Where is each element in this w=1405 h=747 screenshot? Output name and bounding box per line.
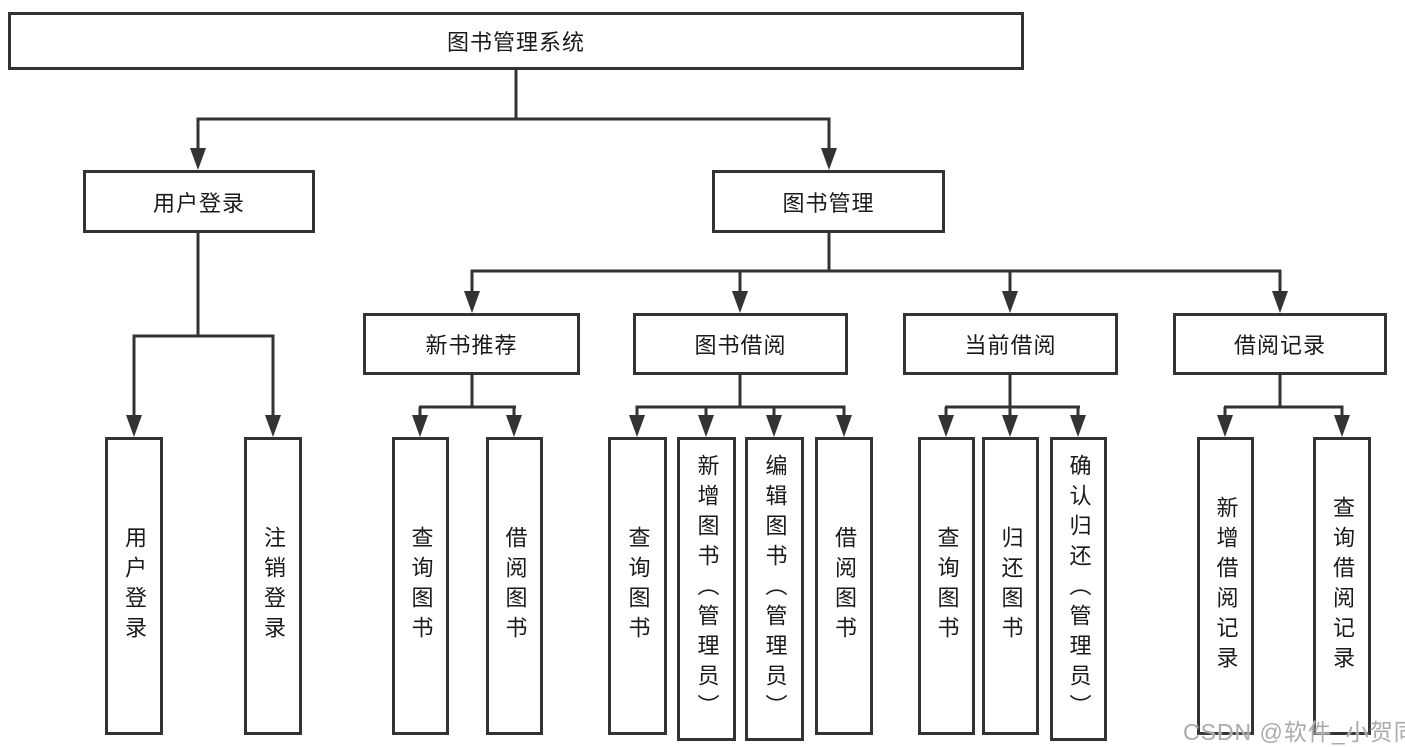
node-new-books-label: 新书推荐 — [425, 333, 518, 358]
node-user-login-branch-label: 用户登录 — [152, 190, 245, 216]
leaf-borrow-add-books-admin-label: 新增图书（管理员） — [694, 454, 720, 724]
leaf-borrow-query-books: 查询图书 — [608, 437, 667, 735]
csdn-watermark: CSDN @软件_小贺同学 — [1183, 719, 1405, 745]
node-book-manage-branch: 图书管理 — [712, 170, 945, 233]
leaf-user-login-label: 用户登录 — [122, 526, 147, 646]
leaf-newbooks-borrow-books: 借阅图书 — [486, 437, 543, 735]
leaf-logout: 注销登录 — [244, 437, 302, 735]
leaf-newbooks-query-books-label: 查询图书 — [408, 526, 434, 646]
leaf-current-confirm-return-admin: 确认归还（管理员） — [1050, 437, 1107, 741]
leaf-user-login: 用户登录 — [105, 437, 163, 735]
node-root: 图书管理系统 — [8, 12, 1024, 70]
node-current-borrow-label: 当前借阅 — [964, 333, 1057, 358]
node-current-borrow: 当前借阅 — [903, 313, 1118, 375]
leaf-current-return-books: 归还图书 — [982, 437, 1039, 735]
leaf-borrow-add-books-admin: 新增图书（管理员） — [677, 437, 736, 741]
leaf-current-query-books: 查询图书 — [918, 437, 975, 735]
node-book-borrow-label: 图书借阅 — [694, 333, 787, 358]
node-borrow-records-label: 借阅记录 — [1233, 333, 1326, 358]
leaf-newbooks-query-books: 查询图书 — [392, 437, 449, 735]
leaf-borrow-borrow-books: 借阅图书 — [815, 437, 873, 735]
leaf-current-query-books-label: 查询图书 — [934, 526, 960, 646]
leaf-current-return-books-label: 归还图书 — [998, 526, 1024, 646]
node-book-borrow: 图书借阅 — [633, 313, 848, 375]
leaf-records-add-record-label: 新增借阅记录 — [1213, 496, 1239, 676]
leaf-newbooks-borrow-books-label: 借阅图书 — [502, 526, 528, 646]
node-book-manage-branch-label: 图书管理 — [782, 190, 875, 216]
node-root-label: 图书管理系统 — [446, 30, 585, 55]
leaf-borrow-borrow-books-label: 借阅图书 — [832, 526, 857, 646]
leaf-records-query-record: 查询借阅记录 — [1313, 437, 1371, 735]
leaf-logout-label: 注销登录 — [261, 526, 286, 646]
node-new-books: 新书推荐 — [363, 313, 580, 375]
leaf-records-query-record-label: 查询借阅记录 — [1330, 496, 1355, 676]
leaf-borrow-edit-books-admin: 编辑图书（管理员） — [745, 437, 804, 741]
node-borrow-records: 借阅记录 — [1173, 313, 1387, 375]
leaf-borrow-edit-books-admin-label: 编辑图书（管理员） — [762, 454, 788, 724]
leaf-records-add-record: 新增借阅记录 — [1197, 437, 1254, 735]
leaf-borrow-query-books-label: 查询图书 — [625, 526, 651, 646]
node-user-login-branch: 用户登录 — [83, 170, 315, 233]
leaf-current-confirm-return-admin-label: 确认归还（管理员） — [1066, 454, 1092, 724]
